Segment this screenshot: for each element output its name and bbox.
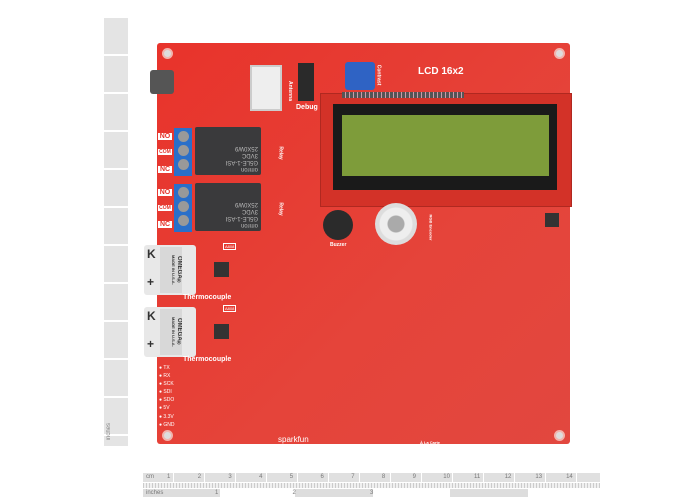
relay-text: omron [240, 222, 258, 228]
thermocouple-amp-chip [214, 324, 229, 339]
pin-label: ● 3.3V [159, 413, 174, 420]
cm-tick-label: 13 [535, 474, 543, 480]
terminal-label: NC [158, 221, 172, 228]
thermocouple-label: Thermocouple [183, 294, 232, 301]
debug-label: Debug [296, 104, 318, 111]
cm-tick-label: 11 [474, 474, 481, 480]
mount-hole [162, 48, 173, 59]
amp-label: A808 [223, 243, 237, 250]
cm-tick-label: 12 [504, 474, 512, 480]
antenna-label: Antenna [287, 81, 293, 101]
pin-label: ● RX [159, 373, 171, 380]
ruler-inches-label: inches [106, 422, 112, 440]
terminal-label: NO [158, 133, 172, 140]
pin-label: ● TX [159, 365, 170, 371]
pin-label: ● SDO [159, 397, 175, 404]
plus-label: + [147, 275, 155, 289]
pin-label: ● GND [159, 421, 175, 428]
usb-c-port [150, 70, 174, 94]
contrast-potentiometer[interactable] [345, 62, 375, 90]
k-label: K [147, 247, 156, 261]
thermocouple-connector-2[interactable]: K + OMEGA®MADE IN U.S.A. [144, 307, 196, 357]
inch-tick-label: 2 [292, 490, 296, 496]
cm-scale [143, 473, 600, 482]
rgb-encoder-knob[interactable] [375, 203, 417, 245]
mount-hole [554, 430, 565, 441]
origin-text: MADE IN U.S.A. [171, 255, 176, 285]
cm-tick-label: 1 [167, 474, 171, 480]
board-title: LCD 16x2 [418, 66, 464, 77]
amp-label: A808 [223, 305, 237, 312]
thermocouple-amp-chip [214, 262, 229, 277]
relay-text: G5LE-1-ASI [225, 215, 258, 221]
inch-tick-label: 3 [370, 490, 374, 496]
buzzer-label: Buzzer [330, 242, 347, 248]
cm-tick-label: 2 [197, 474, 202, 480]
omega-brand: OMEGA® [176, 317, 182, 347]
k-label: K [147, 309, 156, 323]
lcd-header-pins [342, 92, 464, 98]
relay-text: 3VDC [241, 208, 258, 214]
relay-terminal-2[interactable] [174, 184, 192, 232]
contrast-label: Contrast [375, 64, 382, 86]
cm-tick-label: 8 [381, 474, 386, 480]
pin-label: ● SCK [159, 381, 174, 388]
relay-text: 25X0W9 [234, 145, 258, 151]
qwiic-connector[interactable] [545, 213, 559, 227]
relay-text: 3VDC [241, 152, 258, 158]
cm-tick-label: 6 [320, 474, 324, 480]
mount-hole [554, 48, 565, 59]
thermocouple-connector-1[interactable]: K + OMEGA®MADE IN U.S.A. [144, 245, 196, 295]
debug-switch[interactable] [298, 63, 314, 101]
terminal-label: COM [158, 205, 172, 211]
terminal-label: NO [158, 189, 172, 196]
pin-label: ● SDI [159, 389, 172, 396]
mm-scale [143, 483, 600, 488]
inch-tick-label: 1 [215, 490, 219, 496]
cm-tick-label: 9 [412, 474, 416, 480]
cm-tick-label: 14 [566, 474, 573, 480]
origin-text: MADE IN U.S.A. [171, 317, 176, 347]
plus-label: + [147, 337, 155, 351]
relay-label: Relay [277, 202, 284, 216]
footer-label: À La Carte [420, 440, 441, 445]
pin-label: ● 5V [159, 405, 170, 412]
pin-list: ● TX ● RX● SCK● SDI● SDO● 5V● 3.3V● GND [159, 364, 175, 429]
terminal-label: NC [158, 166, 172, 173]
relay-text: G5LE-1-ASI [225, 159, 258, 165]
relay-text: omron [240, 166, 258, 172]
cm-tick-label: 10 [443, 474, 450, 480]
rgb-encoder-label: RGB Encoder [428, 214, 434, 241]
terminal-label: COM [158, 149, 172, 155]
inch-scale [143, 489, 600, 497]
thermocouple-label: Thermocouple [183, 356, 232, 363]
buzzer [323, 210, 353, 240]
lcd-screen [342, 115, 549, 176]
vertical-ruler: inches [104, 18, 128, 446]
cm-tick-label: 3 [228, 474, 232, 480]
relay-terminal-1[interactable] [174, 128, 192, 176]
relay-text: 25X0W9 [234, 201, 258, 207]
sparkfun-logo: sparkfun [278, 435, 309, 444]
cm-tick-label: 5 [289, 474, 294, 480]
omega-brand: OMEGA® [176, 255, 182, 285]
cm-tick-label: 7 [351, 474, 355, 480]
inches-label: inches [146, 490, 164, 496]
mount-hole [162, 430, 173, 441]
thermocouple-body: OMEGA®MADE IN U.S.A. [160, 309, 182, 355]
thermocouple-body: OMEGA®MADE IN U.S.A. [160, 247, 182, 293]
cm-tick-label: 4 [259, 474, 263, 480]
antenna-module [250, 65, 282, 111]
relay-label: Relay [277, 146, 284, 160]
cm-label: cm [146, 474, 154, 480]
